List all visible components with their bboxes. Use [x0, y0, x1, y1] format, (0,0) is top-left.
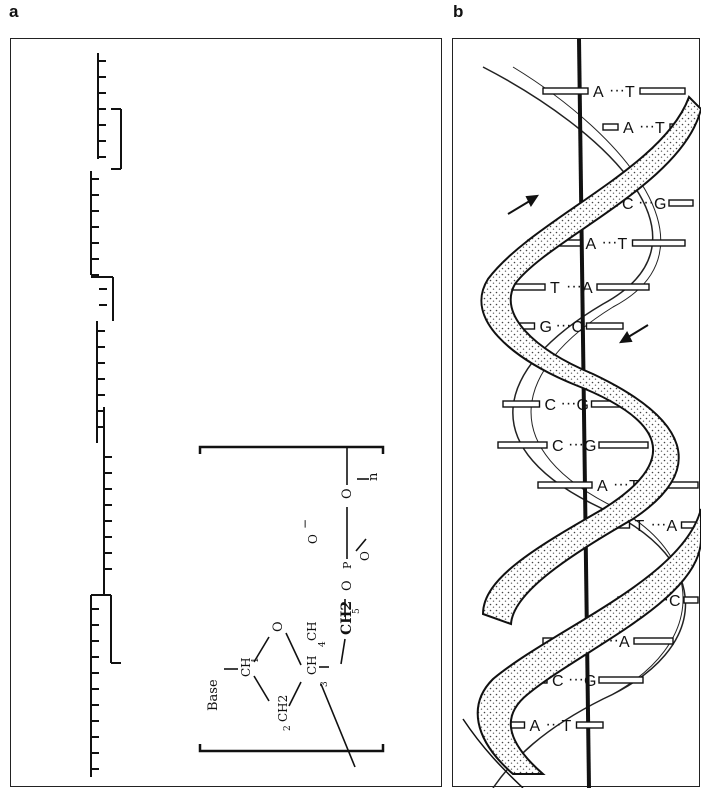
base-pair-1: A ···T: [542, 82, 686, 101]
base-left: A: [586, 236, 597, 253]
base-left: A: [530, 718, 541, 735]
base-left: A: [623, 120, 634, 137]
rung-bar: [497, 441, 548, 449]
base-pair-8: C···G: [497, 436, 649, 455]
base-left: C: [552, 673, 564, 690]
base-right: G: [654, 196, 666, 213]
bracket-top: [198, 445, 385, 454]
ch-3-label: CH: [305, 655, 319, 675]
front-ribbon: [480, 95, 701, 626]
phosphorus-label: P: [341, 561, 354, 569]
arrow-up-icon: [525, 194, 540, 207]
rung-bar: [633, 637, 674, 645]
panel-a-frame: Base CH 1 O CH2 2 CH 3 CH 4 CH2 5 O P O …: [10, 38, 442, 787]
base-right: G: [584, 438, 596, 455]
ch-1-number: 1: [251, 657, 261, 663]
rung-bar: [596, 283, 650, 291]
base-right: T: [562, 718, 572, 735]
ch-4-label: CH: [305, 621, 319, 641]
hydrogen-bond-dots: ···: [568, 436, 584, 453]
ring-oxygen-label: O: [271, 621, 286, 632]
backbone-ticks: [90, 53, 122, 777]
hydrogen-bond-dots: ···: [546, 716, 562, 733]
rung-bar: [602, 123, 619, 131]
structure-bonds: [224, 447, 369, 768]
base-label: Base: [206, 679, 221, 711]
base-left: G: [540, 319, 552, 336]
ch-4-number: 4: [318, 641, 328, 647]
base-left: C: [545, 397, 557, 414]
rung-bar: [683, 596, 699, 604]
base-left: A: [597, 478, 608, 495]
base-right: A: [582, 280, 593, 297]
bracket-bottom: [198, 744, 385, 753]
helix-axis: [577, 39, 591, 788]
hydrogen-bond-dots: ···: [568, 671, 584, 688]
ch-3-number: 3: [320, 681, 330, 687]
back-strand: [482, 66, 687, 788]
rung-bar: [639, 87, 686, 95]
base-right: A: [667, 518, 678, 535]
rung-bar: [575, 721, 604, 729]
base-pair-7: C···G: [502, 395, 629, 414]
base-right: T: [618, 236, 628, 253]
base-left: C: [622, 196, 634, 213]
base-left: A: [593, 84, 604, 101]
strand-direction-arrows: [507, 194, 649, 344]
hydrogen-bond-dots: ···: [566, 278, 582, 295]
base-left: T: [635, 518, 645, 535]
hydrogen-bond-dots: ···: [613, 476, 629, 493]
base-right: C: [572, 319, 584, 336]
top-oxygen-label: O: [340, 488, 355, 499]
repeat-brackets: [198, 445, 385, 753]
base-right: G: [584, 673, 596, 690]
hydrogen-bond-dots: ···: [556, 317, 572, 334]
double-helix-diagram: A···TA···TC···GA···TT···AG···CC···GC···G…: [462, 39, 701, 788]
base-right: T: [625, 84, 635, 101]
base-left: C: [552, 438, 564, 455]
rung-bar: [502, 400, 541, 408]
hydrogen-bond-dots: ···: [602, 234, 618, 251]
base-right: A: [619, 634, 630, 651]
hydrogen-bond-dots: ···: [609, 82, 625, 99]
front-ribbon-lower: [476, 508, 701, 775]
ch2-5-label: CH2: [339, 601, 355, 635]
arrow-down-icon: [618, 331, 633, 344]
rung-bar: [598, 441, 649, 449]
ch2-2-label: CH2: [276, 695, 290, 722]
hydrogen-bond-dots: ···: [561, 395, 577, 412]
rung-bar: [598, 676, 644, 684]
minus-sign: −: [298, 519, 312, 529]
base-right: C: [669, 593, 681, 610]
panel-label-b: b: [453, 2, 464, 21]
base-right: T: [655, 120, 665, 137]
base-left: T: [550, 280, 560, 297]
ch2-5-number: 5: [352, 608, 362, 614]
ch-1-label: CH: [239, 657, 253, 677]
rung-bar: [668, 199, 694, 207]
panel-label-a: a: [9, 2, 19, 21]
base-right: G: [577, 397, 589, 414]
rung-bar: [537, 481, 593, 489]
structure-diagram: Base CH 1 O CH2 2 CH 3 CH 4 CH2 5 O P O …: [90, 53, 385, 777]
rung-bar: [542, 87, 589, 95]
structure-labels: Base CH 1 O CH2 2 CH 3 CH 4 CH2 5 O P O …: [206, 472, 381, 731]
rung-bar: [631, 239, 686, 247]
repeat-n-label: n: [366, 472, 381, 481]
double-oxygen-label: O: [358, 551, 372, 561]
hydrogen-bond-dots: ···: [639, 118, 655, 135]
hydrogen-bond-dots: ···: [638, 194, 654, 211]
hydrogen-bond-dots: ···: [651, 516, 667, 533]
link-oxygen-label: O: [340, 580, 355, 591]
rung-bar: [585, 322, 624, 330]
ch2-2-number: 2: [283, 725, 293, 731]
minus-oxygen-label: O: [306, 534, 320, 544]
